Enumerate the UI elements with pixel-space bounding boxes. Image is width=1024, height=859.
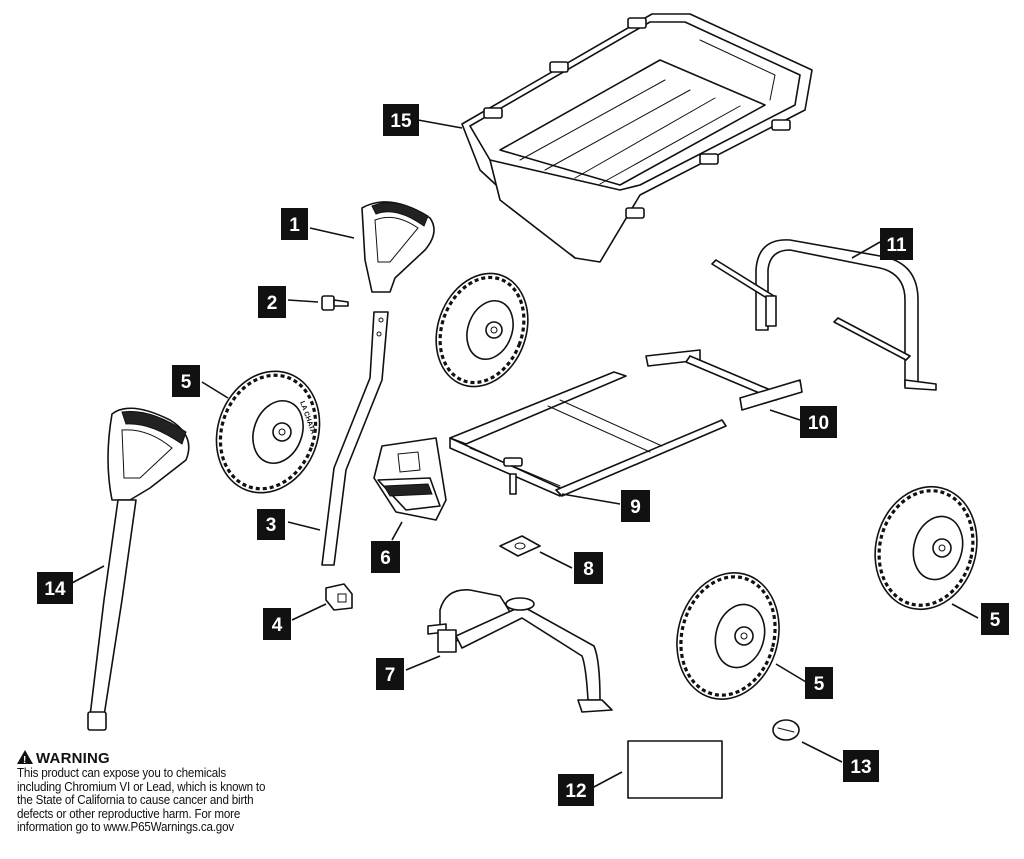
svg-text:15: 15	[390, 111, 412, 132]
svg-text:6: 6	[380, 548, 391, 569]
svg-text:3: 3	[266, 515, 277, 536]
part-label-5-lower: 5	[805, 667, 833, 699]
svg-text:13: 13	[850, 757, 871, 778]
svg-text:4: 4	[272, 615, 283, 636]
part-label-1: 1	[281, 208, 308, 240]
svg-text:12: 12	[565, 781, 586, 802]
part-label-5-left: 5	[172, 365, 200, 397]
warning-line: defects or other reproductive harm. For …	[17, 806, 241, 821]
svg-text:2: 2	[267, 293, 278, 314]
svg-text:5: 5	[990, 610, 1001, 631]
warning-line: information go to www.P65Warnings.ca.gov	[17, 820, 234, 834]
svg-text:11: 11	[886, 235, 907, 256]
svg-text:5: 5	[181, 372, 192, 393]
handle-grip-small-drawing	[361, 201, 435, 293]
part-label-5-right: 5	[981, 603, 1009, 635]
wheel-left-drawing	[215, 370, 321, 494]
leader-lines	[69, 119, 979, 789]
part-label-15: 15	[383, 104, 419, 136]
hitch-pin-drawing	[772, 719, 800, 741]
prop65-warning: WARNING This product can expose you to c…	[17, 750, 317, 835]
long-handle-drawing	[87, 407, 190, 731]
part-label-8: 8	[574, 552, 603, 584]
warning-line: the State of California to cause cancer …	[17, 793, 254, 807]
warning-title: WARNING	[17, 750, 317, 769]
bolt-drawing	[321, 295, 349, 311]
front-axle-drawing	[427, 589, 613, 713]
part-label-11: 11	[880, 228, 913, 260]
main-frame-drawing	[449, 371, 727, 497]
svg-text:9: 9	[630, 497, 641, 518]
cross-frame-drawing	[645, 349, 803, 411]
small-bracket-drawing	[325, 583, 353, 611]
part-label-13: 13	[843, 750, 879, 782]
rear-frame-drawing	[711, 239, 937, 391]
hitch-bracket-drawing	[373, 437, 447, 521]
part-label-9: 9	[621, 490, 650, 522]
wheel-lower-middle-drawing	[676, 572, 780, 700]
warning-triangle-icon	[17, 750, 33, 769]
square-plate-drawing	[499, 535, 541, 557]
manual-sheet-drawing	[627, 740, 723, 799]
part-label-12: 12	[558, 774, 594, 806]
wheel-right-drawing	[874, 485, 978, 611]
warning-line: including Chromium VI or Lead, which is …	[17, 779, 266, 794]
part-label-10: 10	[800, 406, 837, 438]
wheel-top-drawing	[435, 272, 529, 388]
warning-line: This product can expose you to chemicals	[17, 766, 227, 780]
part-label-14: 14	[37, 572, 73, 604]
cart-tub-drawing	[461, 13, 813, 263]
part-label-6: 6	[371, 541, 400, 573]
svg-text:5: 5	[814, 674, 825, 695]
svg-text:10: 10	[808, 413, 829, 434]
svg-text:14: 14	[44, 579, 66, 600]
warning-title-text: WARNING	[36, 750, 110, 767]
svg-text:1: 1	[289, 215, 300, 236]
part-label-2: 2	[258, 286, 286, 318]
part-label-7: 7	[376, 658, 404, 690]
svg-text:8: 8	[583, 559, 594, 580]
handle-tube-drawing	[321, 311, 389, 566]
part-label-4: 4	[263, 608, 291, 640]
warning-body: This product can expose you to chemicals…	[17, 766, 296, 835]
svg-text:7: 7	[385, 665, 396, 686]
part-label-3: 3	[257, 509, 285, 540]
